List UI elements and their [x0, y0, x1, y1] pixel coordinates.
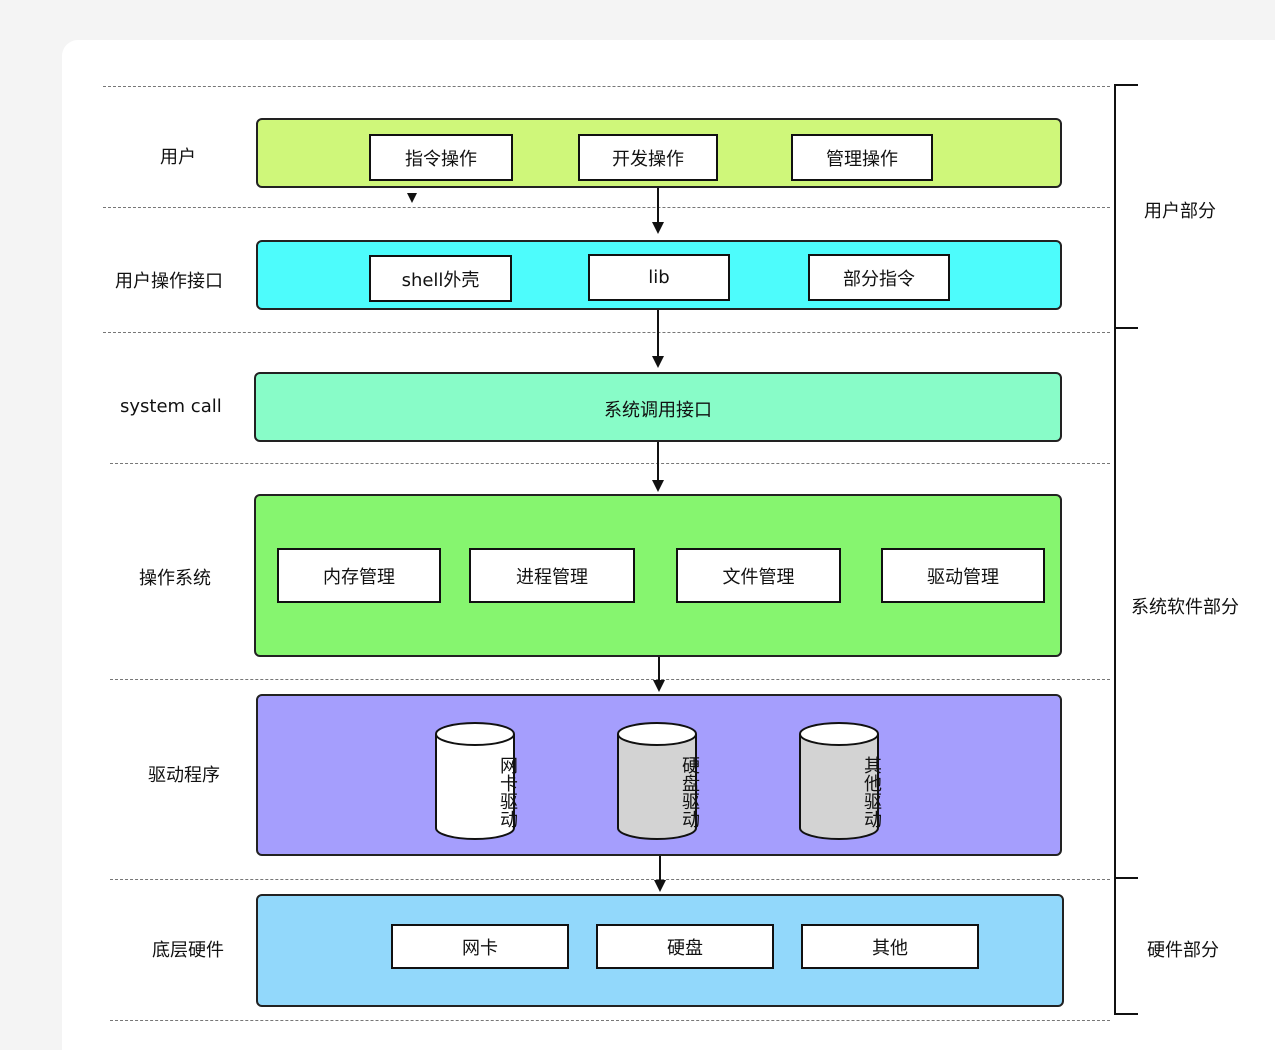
section-label-user: 用户部分 [1144, 201, 1216, 222]
system-call-layer [254, 372, 1062, 442]
section-bracket-tick [1114, 84, 1138, 86]
separator-line [110, 679, 1110, 680]
separator-line [103, 332, 1110, 333]
row-label-system-call: system call [120, 396, 222, 417]
arrow-line [658, 657, 660, 680]
driver-management-box: 驱动管理 [881, 548, 1045, 603]
arrow-head [652, 222, 664, 234]
separator-line [103, 86, 1110, 87]
arrow-head [654, 880, 666, 892]
arrow-line [657, 188, 659, 222]
network-card-driver-cylinder: 网卡驱动 [434, 722, 518, 842]
command-operation-box: 指令操作 [369, 134, 513, 181]
row-label-os: 操作系统 [139, 568, 211, 589]
arrow-head [653, 680, 665, 692]
other-driver-label: 其他驱动 [861, 756, 882, 828]
row-label-drivers: 驱动程序 [148, 765, 220, 786]
arrow-line [657, 442, 659, 480]
disk-driver-cylinder: 硬盘驱动 [616, 722, 700, 842]
system-call-interface-label: 系统调用接口 [604, 400, 712, 421]
separator-line [110, 1020, 1110, 1021]
disk-driver-label: 硬盘驱动 [679, 756, 700, 828]
section-bracket [1114, 84, 1116, 1014]
section-label-system-software: 系统软件部分 [1131, 597, 1239, 618]
network-card-driver-label: 网卡驱动 [497, 756, 518, 828]
arrow-line [659, 856, 661, 880]
section-bracket-tick [1114, 877, 1138, 879]
arrow-line [657, 310, 659, 356]
arrow-head [652, 356, 664, 368]
development-operation-box: 开发操作 [578, 134, 718, 181]
file-management-box: 文件管理 [676, 548, 841, 603]
partial-commands-box: 部分指令 [808, 254, 950, 301]
section-label-hardware: 硬件部分 [1147, 940, 1219, 961]
other-driver-cylinder: 其他驱动 [798, 722, 882, 842]
shell-box: shell外壳 [369, 255, 512, 302]
arrow-head [652, 480, 664, 492]
separator-line [110, 879, 1110, 880]
lib-box: lib [588, 254, 730, 301]
memory-management-box: 内存管理 [277, 548, 441, 603]
process-management-box: 进程管理 [469, 548, 635, 603]
section-bracket-tick [1114, 327, 1138, 329]
hard-disk-box: 硬盘 [596, 924, 774, 969]
row-label-user: 用户 [160, 147, 196, 168]
section-bracket-tick [1114, 1013, 1138, 1015]
network-card-box: 网卡 [391, 924, 569, 969]
row-label-hardware: 底层硬件 [152, 940, 224, 961]
other-hardware-box: 其他 [801, 924, 979, 969]
separator-line [110, 463, 1110, 464]
row-label-user-interface: 用户操作接口 [115, 271, 223, 292]
management-operation-box: 管理操作 [791, 134, 933, 181]
arrow-head [407, 193, 417, 203]
separator-line [103, 207, 1110, 208]
